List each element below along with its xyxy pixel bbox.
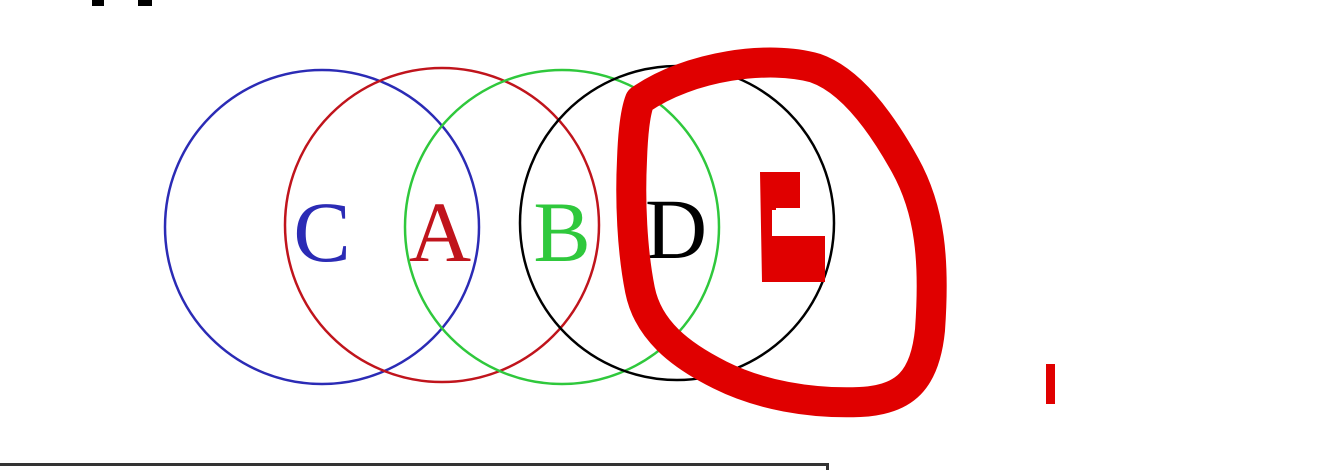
red-redaction-block — [760, 172, 825, 282]
red-tick-mark — [1046, 364, 1055, 404]
red-scribble-mark — [628, 165, 646, 220]
label-a: A — [409, 184, 471, 280]
bottom-box-edge — [0, 463, 828, 466]
bottom-box-corner — [826, 463, 829, 470]
label-c: C — [293, 184, 350, 280]
red-annotation-loop — [616, 47, 947, 418]
cropped-text-fragment — [92, 0, 104, 6]
circle-a — [283, 66, 601, 384]
cropped-text-fragment — [138, 0, 152, 6]
redaction-gap — [776, 208, 800, 213]
circle-c — [163, 68, 481, 386]
label-d: D — [645, 181, 707, 277]
label-b: B — [533, 184, 590, 280]
circle-b — [403, 68, 721, 386]
